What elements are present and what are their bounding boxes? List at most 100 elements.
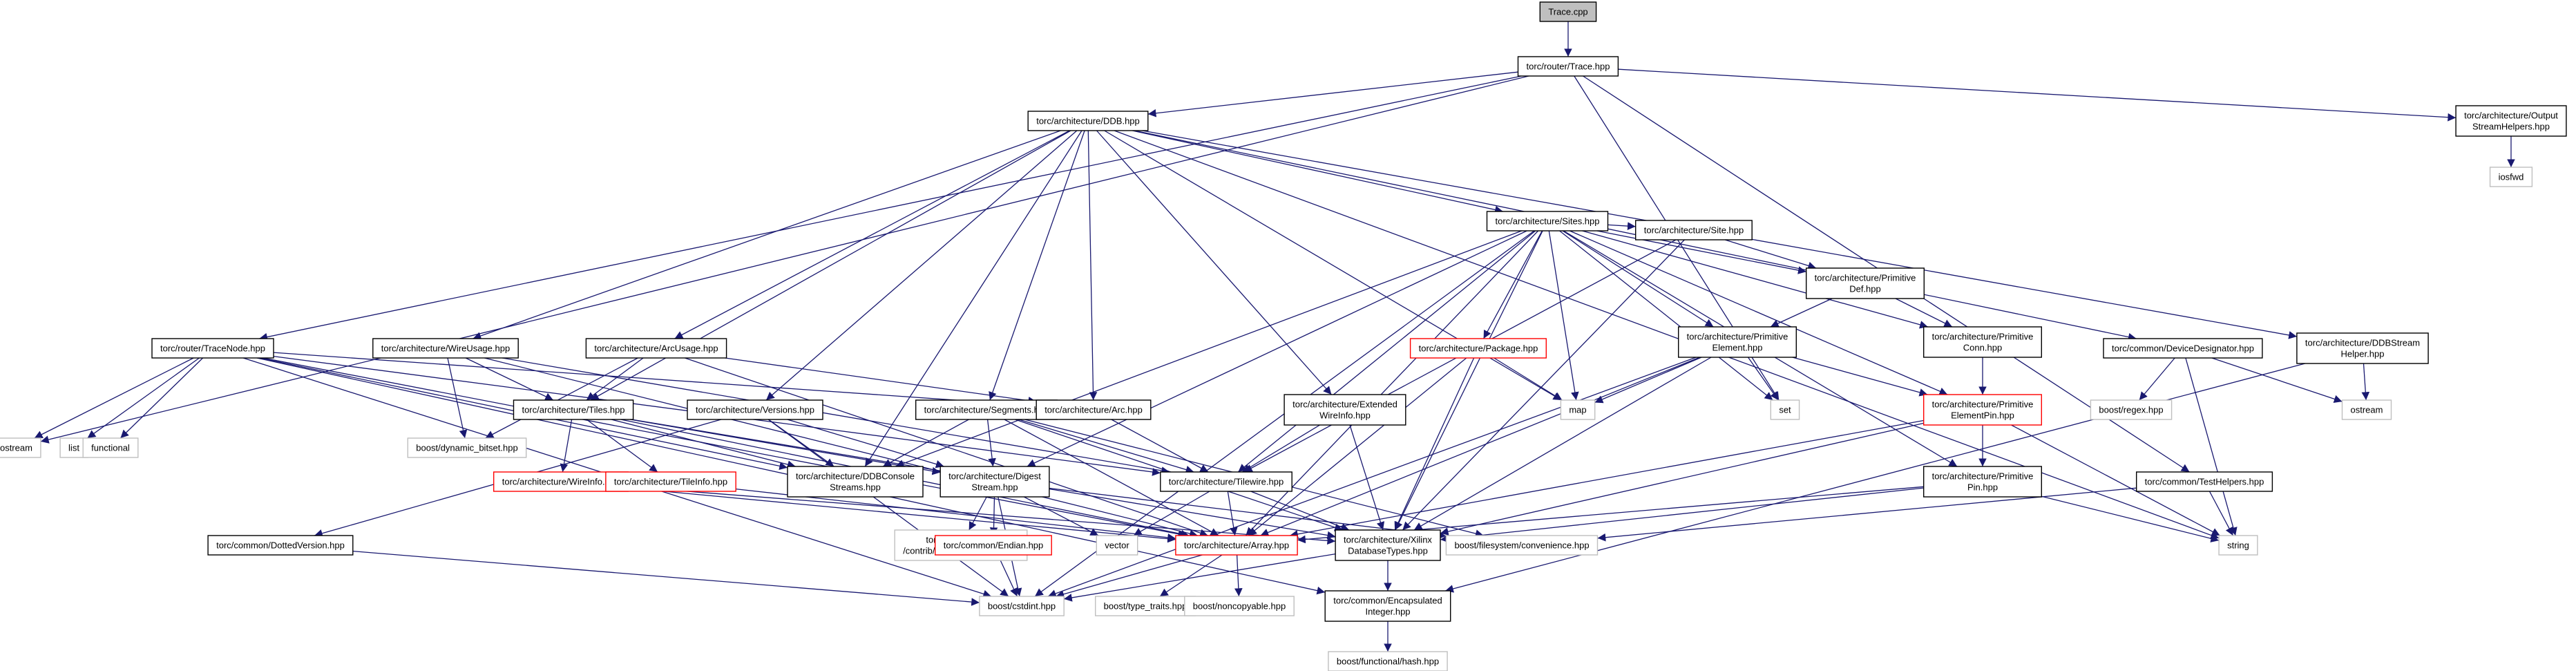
node-box: [2341, 399, 2392, 420]
node-box: [151, 338, 274, 359]
node-label-line: torc/common/TestHelpers.hpp: [2145, 477, 2264, 487]
node-box: [207, 535, 354, 556]
node-output_stream_helpers[interactable]: torc/architecture/OutputStreamHelpers.hp…: [2455, 105, 2567, 137]
edge-segments_hpp-to-ddb_console_streams: [882, 419, 969, 467]
node-label-line: boost/type_traits.hpp: [1104, 601, 1187, 612]
node-label-line: DatabaseTypes.hpp: [1348, 546, 1428, 556]
node-label-line: boost/regex.hpp: [2099, 405, 2163, 415]
node-map[interactable]: map: [1560, 399, 1596, 420]
node-dotted_version[interactable]: torc/common/DottedVersion.hpp: [207, 535, 354, 556]
node-functional_hash[interactable]: boost/functional/hash.hpp: [1328, 651, 1448, 671]
node-box: [2455, 105, 2567, 137]
edge-array_hpp-to-type_traits: [1159, 554, 1223, 597]
node-iosfwd[interactable]: iosfwd: [2489, 167, 2533, 187]
node-arc_usage[interactable]: torc/architecture/ArcUsage.hpp: [585, 338, 727, 359]
node-ddb_hpp[interactable]: torc/architecture/DDB.hpp: [1027, 111, 1149, 131]
node-label-line: Stream.hpp: [971, 482, 1018, 493]
node-trace_node[interactable]: torc/router/TraceNode.hpp: [151, 338, 274, 359]
edge-sites_hpp-to-digest_stream: [1027, 230, 1527, 467]
node-box: [2296, 332, 2429, 364]
node-box: [687, 399, 823, 420]
node-box: [1634, 220, 1753, 240]
node-tilewire[interactable]: torc/architecture/Tilewire.hpp: [1160, 471, 1292, 492]
node-site_hpp[interactable]: torc/architecture/Site.hpp: [1634, 220, 1753, 240]
edge-sites_hpp-to-ddb_console_streams: [895, 230, 1523, 468]
node-box: [915, 399, 1058, 420]
node-wire_usage[interactable]: torc/architecture/WireUsage.hpp: [372, 338, 519, 359]
edge-segments_hpp-to-array_hpp: [1004, 419, 1219, 536]
node-label-line: boost/noncopyable.hpp: [1193, 601, 1286, 612]
edge-tiles_hpp-to-tile_info: [586, 419, 658, 473]
edge-tiles_hpp-to-digest_stream: [629, 419, 941, 475]
edge-arc_usage-to-array_hpp: [685, 357, 1208, 537]
node-ostream[interactable]: ostream: [2341, 399, 2392, 420]
node-trace_cpp[interactable]: Trace.cpp: [1539, 1, 1597, 22]
node-label-line: vector: [1105, 540, 1129, 551]
edge-ddb_hpp-to-versions_hpp: [765, 130, 1078, 401]
node-box: [372, 338, 519, 359]
edge-site_hpp-to-primitive_def: [1724, 239, 1817, 270]
node-box: [1284, 394, 1406, 426]
node-device_designator[interactable]: torc/common/DeviceDesignator.hpp: [2103, 338, 2263, 359]
node-box: [2090, 399, 2173, 420]
edge-ddb_hpp-to-arc_hpp: [1087, 130, 1098, 401]
node-label-line: Pin.hpp: [1967, 482, 1998, 493]
node-cstdint[interactable]: boost/cstdint.hpp: [979, 596, 1065, 616]
node-test_helpers[interactable]: torc/common/TestHelpers.hpp: [2135, 471, 2273, 492]
node-label-line: ElementPin.hpp: [1951, 410, 2014, 421]
node-noncopyable[interactable]: boost/noncopyable.hpp: [1184, 596, 1295, 616]
node-iostream[interactable]: iostream: [0, 437, 41, 458]
node-label-line: boost/dynamic_bitset.hpp: [416, 443, 517, 453]
node-box: [1770, 399, 1800, 420]
node-box: [1184, 596, 1295, 616]
edge-versions_hpp-to-cstdint: [767, 419, 1009, 597]
node-label-line: map: [1569, 405, 1586, 415]
edge-primitive_element_pin-to-xilinx_db_types: [1440, 422, 1924, 536]
edge-trace_node-to-list: [87, 357, 200, 439]
node-functional[interactable]: functional: [82, 437, 139, 458]
node-dynamic_bitset[interactable]: boost/dynamic_bitset.hpp: [407, 437, 527, 458]
edge-site_hpp-to-xilinx_db_types: [1402, 239, 1685, 531]
node-box: [1027, 111, 1149, 131]
node-arc_hpp[interactable]: torc/architecture/Arc.hpp: [1036, 399, 1152, 420]
edge-primitive_element-to-array_hpp: [1260, 357, 1700, 537]
node-type_traits[interactable]: boost/type_traits.hpp: [1094, 596, 1196, 616]
node-router_trace_hpp[interactable]: torc/router/Trace.hpp: [1517, 56, 1619, 77]
node-label-line: torc/architecture/Xilinx: [1344, 535, 1432, 545]
node-package_hpp[interactable]: torc/architecture/Package.hpp: [1409, 338, 1547, 359]
node-label-line: list: [68, 443, 79, 453]
node-tiles_hpp[interactable]: torc/architecture/Tiles.hpp: [513, 399, 634, 420]
node-vector[interactable]: vector: [1096, 535, 1138, 556]
node-primitive_element_pin[interactable]: torc/architecture/PrimitiveElementPin.hp…: [1923, 394, 2042, 426]
edge-wire_usage-to-array_hpp: [484, 357, 1198, 538]
node-tile_info[interactable]: torc/architecture/TileInfo.hpp: [605, 471, 736, 492]
node-sites_hpp[interactable]: torc/architecture/Sites.hpp: [1486, 211, 1609, 231]
node-string[interactable]: string: [2218, 535, 2258, 556]
node-set[interactable]: set: [1770, 399, 1800, 420]
node-label-line: torc/architecture/Array.hpp: [1184, 540, 1289, 551]
node-label-line: boost/functional/hash.hpp: [1337, 656, 1439, 667]
node-segments_hpp[interactable]: torc/architecture/Segments.hpp: [915, 399, 1058, 420]
edge-arc_usage-to-arc_hpp: [725, 357, 1037, 405]
node-fs_convenience[interactable]: boost/filesystem/convenience.hpp: [1445, 535, 1599, 556]
edge-sites_hpp-to-primitive_def: [1596, 230, 1806, 274]
node-array_hpp[interactable]: torc/architecture/Array.hpp: [1175, 535, 1298, 556]
node-boost_regex[interactable]: boost/regex.hpp: [2090, 399, 2173, 420]
node-xilinx_db_types[interactable]: torc/architecture/XilinxDatabaseTypes.hp…: [1335, 529, 1441, 561]
node-box: [82, 437, 139, 458]
node-box: [934, 535, 1052, 556]
edge-primitive_pin-to-xilinx_db_types: [1440, 487, 1924, 543]
node-versions_hpp[interactable]: torc/architecture/Versions.hpp: [687, 399, 823, 420]
node-endian[interactable]: torc/common/Endian.hpp: [934, 535, 1052, 556]
edge-router_trace_hpp-to-trace_node: [259, 75, 1522, 341]
